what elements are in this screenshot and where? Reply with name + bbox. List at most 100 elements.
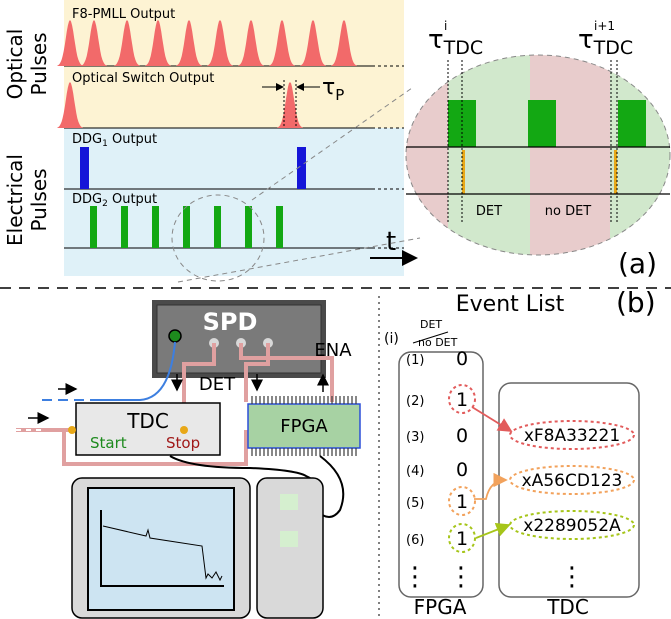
panel-a: Optical Pulses Electrical Pulses F8-PMLL… (3, 0, 671, 283)
time-label: t (386, 227, 396, 257)
spd-input-port (168, 329, 182, 343)
time-axis-arrow: t (370, 227, 418, 266)
stop-label: Stop (166, 434, 200, 452)
tdc-list-box (498, 382, 640, 598)
panel-b-label: (b) (616, 286, 656, 319)
event-list-title: Event List (456, 292, 565, 317)
zoom-source-ellipse (171, 194, 265, 282)
header-nodet: no DET (418, 336, 458, 349)
tau-tdc-i1-label: τTDC (578, 25, 633, 59)
ddg2-pulse (121, 206, 128, 248)
f8-pulse (176, 20, 202, 66)
event-index: (4) (406, 464, 424, 479)
spd-label: SPD (203, 308, 258, 336)
ddg1-pulse (297, 147, 306, 189)
tdc-value-highlight (509, 465, 635, 495)
f8-pulse (238, 20, 264, 66)
event-index: (5) (406, 496, 424, 511)
tdc-timestamp: xA56CD123 (522, 471, 623, 491)
zoom-gate-pulse (618, 100, 646, 147)
header-det: DET (420, 318, 442, 331)
tdc-caption: TDC (546, 595, 589, 619)
ddg2-pulse (214, 206, 221, 248)
event-value: 1 (456, 389, 468, 411)
event-value-highlight (448, 384, 476, 414)
ddg1-label: DDG1 Output (72, 132, 157, 149)
f8-pulse (331, 20, 357, 66)
zoom-view-ellipse (405, 54, 671, 256)
fpga-caption: FPGA (414, 595, 467, 619)
event-row: (4) 0 (406, 459, 468, 481)
tdc-box: TDC Start Stop (68, 402, 221, 456)
zoom-nodet-label: no DET (545, 204, 592, 219)
computer-tower (256, 477, 324, 619)
tau-tdc-i1-superscript: i+1 (594, 19, 615, 33)
stop-port (180, 426, 188, 434)
event-value: 0 (456, 425, 468, 447)
optical-label-1: Optical (3, 29, 27, 100)
ena-label: ENA (314, 340, 352, 361)
event-value-highlight (448, 523, 476, 553)
tau-tdc-i-label: τTDC (428, 25, 483, 59)
f8-label: F8-PMLL Output (72, 7, 175, 22)
electrical-label-1: Electrical (3, 154, 27, 246)
ddg1-pulse-train (80, 147, 306, 189)
f8-pulse (81, 20, 107, 66)
det-label: DET (199, 374, 236, 395)
ddg2-pulse (183, 206, 190, 248)
event-row: (3) 0 (406, 425, 468, 447)
fpga-list-box (398, 351, 484, 598)
index-header: (i) (384, 331, 399, 347)
event-index: (1) (406, 353, 424, 368)
ddg2-pulse (245, 206, 252, 248)
tdc-timestamp: xF8A33221 (524, 426, 620, 446)
f8-pulse-train (57, 20, 357, 66)
ddg1-pulse (80, 147, 89, 189)
zoom-det-label: DET (476, 204, 502, 219)
tau-tdc-i-superscript: i (444, 19, 447, 33)
tau-p-annotation: τP (262, 75, 344, 128)
f8-pulse (269, 20, 295, 66)
fpga-chip-label: FPGA (280, 416, 328, 437)
tdc-box-label: TDC (126, 409, 169, 433)
ddg2-pulse-train (90, 206, 283, 248)
event-row: (1) 0 (406, 348, 468, 370)
f8-pulse (57, 20, 83, 66)
spd-device: SPD (152, 300, 326, 378)
tdc-value-highlight (509, 420, 635, 450)
computer-monitor (71, 477, 251, 619)
event-value: 0 (456, 348, 468, 370)
switch-label: Optical Switch Output (72, 71, 214, 86)
event-value-highlight (448, 486, 476, 516)
ddg2-pulse (90, 206, 97, 248)
panel-b: SPD DET ENA TDC (16, 286, 656, 619)
tdc-timestamp: x2289052A (523, 516, 621, 536)
optical-label-2: Pulses (27, 32, 51, 95)
zoom-view: DET no DET (405, 54, 671, 256)
ddg2-pulse (152, 206, 159, 248)
event-index: (3) (406, 430, 424, 445)
histogram-plot (100, 510, 224, 587)
zoom-gate-pulse (448, 100, 476, 147)
tdc-value-highlight (509, 510, 635, 540)
tau-p-label: τP (322, 75, 344, 104)
event-rows: (1)0(2)1xF8A33221(3)0(4)0(5)1xA56CD123(6… (406, 348, 635, 553)
optical-fiber-input (92, 341, 176, 401)
f8-pulse (114, 20, 140, 66)
tdc-ellipsis: ⋮ (559, 562, 585, 592)
fpga-index-ellipsis: ⋮ (402, 562, 428, 592)
zoom-gate-pulse (528, 100, 556, 147)
start-port (68, 426, 76, 434)
f8-pulse (207, 20, 233, 66)
event-value: 0 (456, 459, 468, 481)
zoom-detection-mark (462, 150, 465, 194)
ddg2-pulse (276, 206, 283, 248)
switch-pulse (57, 82, 83, 128)
zoom-detection-mark (614, 150, 617, 194)
event-value: 1 (456, 528, 468, 550)
electrical-label-2: Pulses (27, 168, 51, 231)
